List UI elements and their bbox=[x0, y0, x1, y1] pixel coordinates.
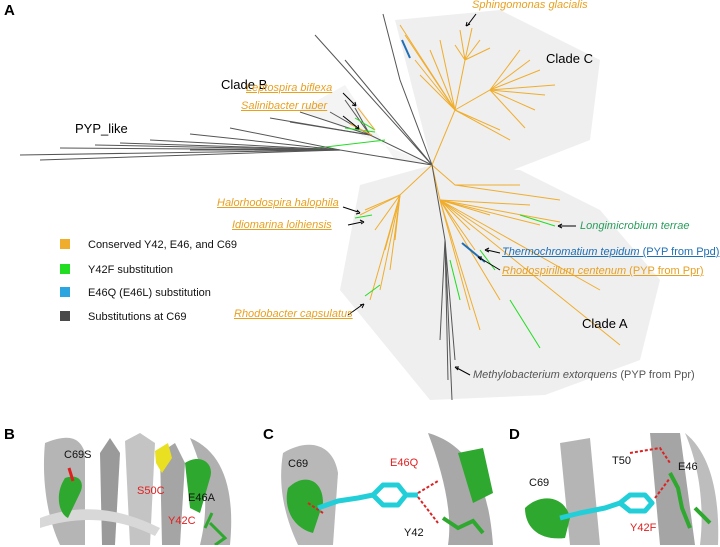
clade-a-shade bbox=[340, 165, 660, 400]
legend-swatch-y42f bbox=[60, 264, 70, 274]
structure-d bbox=[520, 433, 720, 545]
species-label: Sphingomonas glacialis bbox=[472, 0, 588, 11]
residue-label: Y42C bbox=[168, 515, 196, 527]
species-label: Rhodospirillum centenum (PYP from Ppr) bbox=[502, 265, 704, 277]
residue-label: C69S bbox=[64, 449, 92, 461]
species-label: Halorhodospira halophila bbox=[217, 197, 339, 209]
residue-label: C69 bbox=[288, 458, 309, 470]
panel-b-label: B bbox=[4, 426, 15, 443]
panel-c-label: C bbox=[263, 426, 274, 443]
residue-label: E46A bbox=[188, 492, 215, 504]
residue-label: T50 bbox=[612, 455, 631, 467]
panel-a-label: A bbox=[4, 2, 15, 19]
residue-label: E46Q bbox=[390, 457, 419, 469]
clade-b-label: Clade B bbox=[221, 77, 268, 92]
legend-swatch-conserved bbox=[60, 239, 70, 249]
phylogenetic-tree bbox=[19, 10, 660, 401]
residue-label: E46 bbox=[678, 461, 698, 473]
species-label: Rhodobacter capsulatus bbox=[234, 308, 353, 320]
legend-swatch-e46q bbox=[60, 287, 70, 297]
pyp-like-branches bbox=[19, 127, 433, 166]
legend-item: Conserved Y42, E46, and C69 bbox=[60, 239, 237, 251]
pyp-like-label: PYP_like bbox=[75, 121, 128, 136]
clade-c-label: Clade C bbox=[546, 51, 593, 66]
structure-c bbox=[278, 433, 498, 545]
species-label: Methylobacterium extorquens (PYP from Pp… bbox=[473, 369, 695, 381]
annotation-arrows bbox=[342, 13, 576, 376]
clade-c-shade bbox=[395, 10, 600, 175]
legend-item: Y42F substitution bbox=[60, 264, 173, 276]
clade-a-label: Clade A bbox=[582, 316, 628, 331]
legend-item: E46Q (E46L) substitution bbox=[60, 287, 211, 299]
clade-c-branches bbox=[399, 24, 556, 166]
species-label: Thermochromatium tepidum (PYP from Ppd) bbox=[502, 246, 720, 258]
residue-label: Y42F bbox=[630, 522, 657, 534]
legend-item: Substitutions at C69 bbox=[60, 311, 186, 323]
legend-swatch-c69 bbox=[60, 311, 70, 321]
species-label: Idiomarina loihiensis bbox=[232, 219, 332, 231]
species-label: Salinibacter ruber bbox=[241, 100, 328, 112]
panel-d-label: D bbox=[509, 426, 520, 443]
residue-label: C69 bbox=[529, 477, 550, 489]
clade-b-branches bbox=[269, 99, 433, 166]
residue-label: S50C bbox=[137, 485, 165, 497]
species-label: Leptospira biflexa bbox=[246, 82, 333, 94]
species-label: Longimicrobium terrae bbox=[580, 220, 690, 232]
residue-label: Y42 bbox=[404, 527, 424, 539]
structure-b bbox=[40, 433, 240, 545]
